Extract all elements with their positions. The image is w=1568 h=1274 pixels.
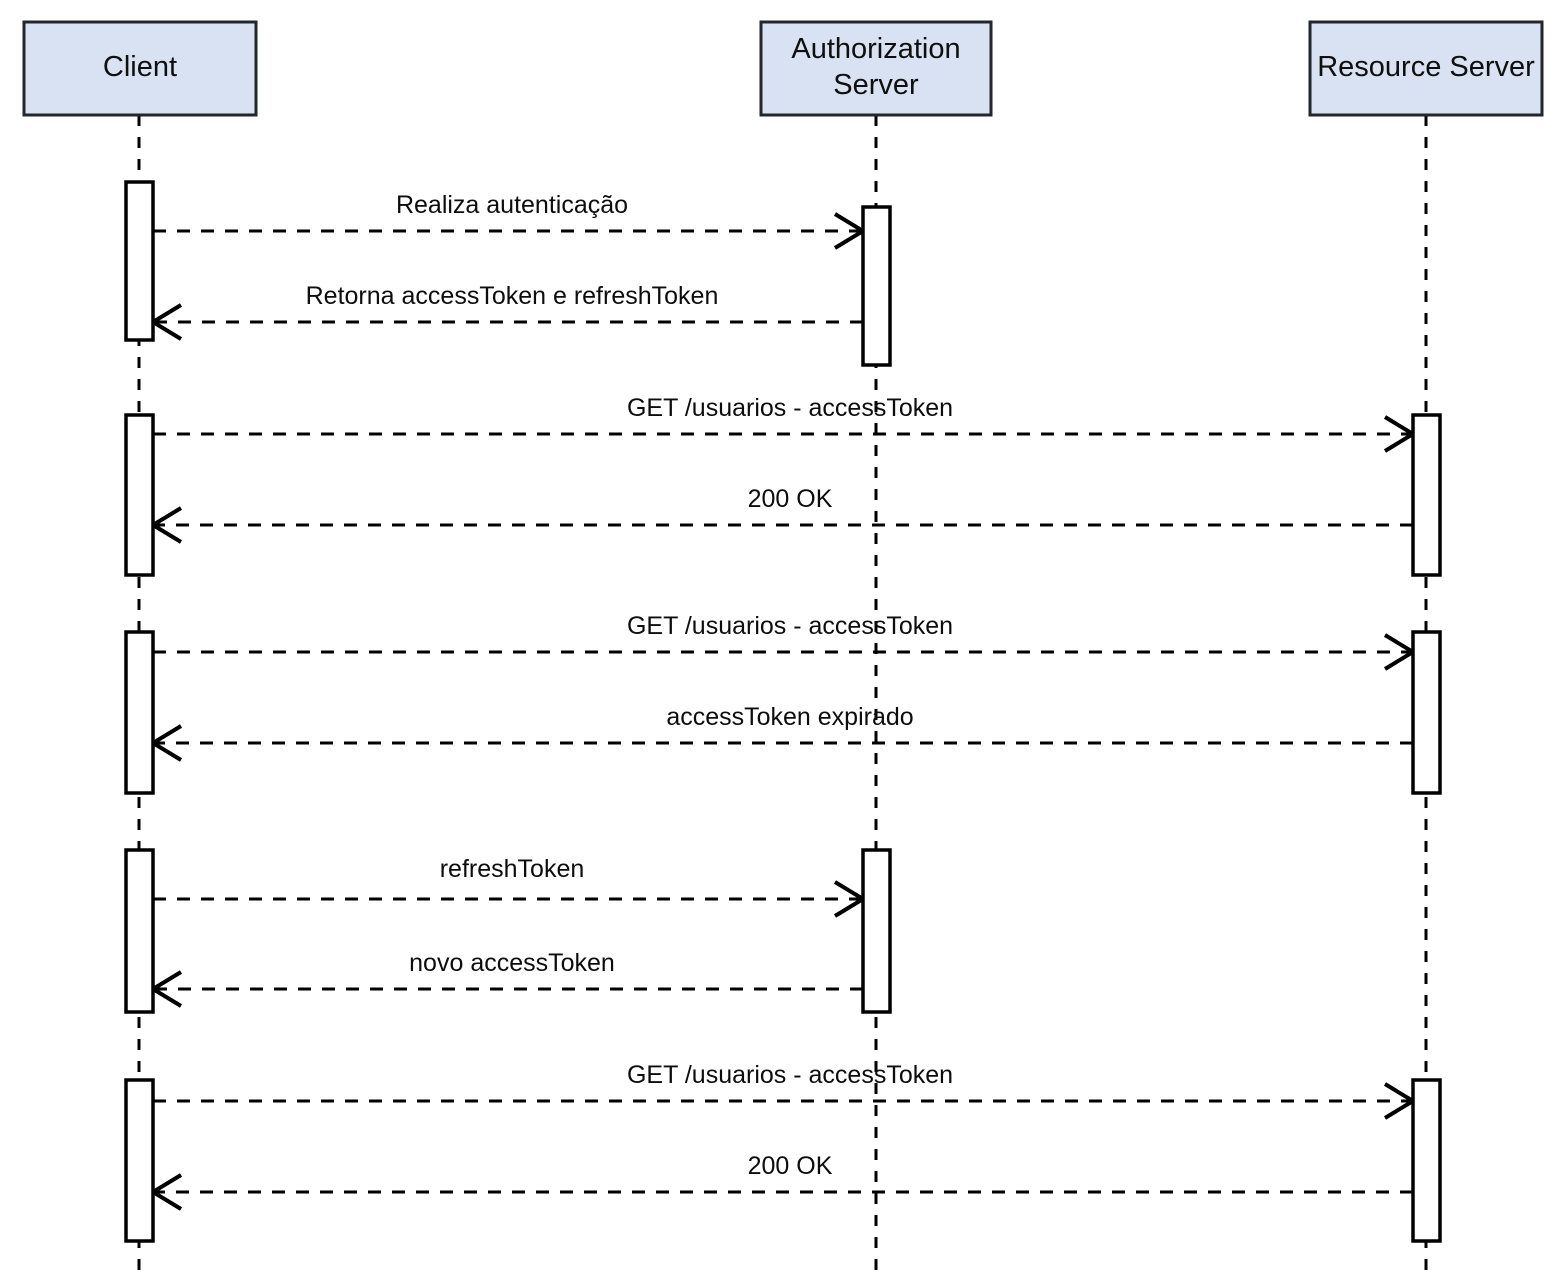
participant-box-resource_server[interactable] bbox=[1308, 20, 1544, 117]
message-4[interactable] bbox=[149, 506, 1413, 544]
message-10[interactable] bbox=[149, 1173, 1413, 1211]
message-label-5: GET /usuarios - accessToken bbox=[627, 612, 953, 640]
activation-bar-resource_server[interactable] bbox=[1411, 413, 1442, 577]
message-label-10: 200 OK bbox=[748, 1152, 833, 1180]
activation-bar-authorization_server[interactable] bbox=[861, 205, 892, 367]
message-5[interactable] bbox=[153, 633, 1417, 671]
participant-label-authorization_server: Authorization bbox=[791, 33, 960, 65]
message-1[interactable] bbox=[153, 212, 867, 250]
participant-label-client: Client bbox=[103, 51, 177, 83]
participant-label-authorization_server: Server bbox=[833, 69, 919, 101]
message-label-8: novo accessToken bbox=[409, 949, 615, 977]
message-label-6: accessToken expirado bbox=[666, 703, 913, 731]
activation-bar-client[interactable] bbox=[124, 180, 155, 342]
message-6[interactable] bbox=[149, 724, 1413, 762]
participant-label-resource_server: Resource Server bbox=[1317, 51, 1535, 83]
activation-bar-client[interactable] bbox=[124, 413, 155, 577]
activations-layer bbox=[124, 180, 1442, 1243]
message-label-7: refreshToken bbox=[440, 855, 585, 883]
message-8[interactable] bbox=[149, 970, 863, 1008]
activation-bar-client[interactable] bbox=[124, 1078, 155, 1243]
message-2[interactable] bbox=[149, 303, 863, 341]
message-label-3: GET /usuarios - accessToken bbox=[627, 394, 953, 422]
activation-bar-client[interactable] bbox=[124, 848, 155, 1014]
message-label-1: Realiza autenticação bbox=[396, 191, 628, 219]
message-label-9: GET /usuarios - accessToken bbox=[627, 1061, 953, 1089]
message-9[interactable] bbox=[153, 1082, 1417, 1120]
message-7[interactable] bbox=[153, 880, 867, 918]
activation-bar-resource_server[interactable] bbox=[1411, 630, 1442, 795]
activation-bar-client[interactable] bbox=[124, 630, 155, 795]
activation-bar-resource_server[interactable] bbox=[1411, 1078, 1442, 1243]
message-label-4: 200 OK bbox=[748, 485, 833, 513]
participant-box-authorization_server[interactable] bbox=[759, 20, 993, 117]
participant-box-client[interactable] bbox=[22, 20, 258, 117]
message-label-2: Retorna accessToken e refreshToken bbox=[306, 282, 719, 310]
activation-bar-authorization_server[interactable] bbox=[861, 848, 892, 1014]
message-3[interactable] bbox=[153, 415, 1417, 453]
